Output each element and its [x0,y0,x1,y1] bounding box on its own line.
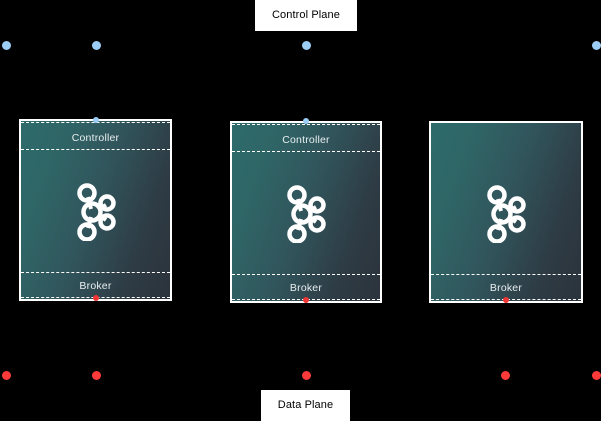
kafka-node-3[interactable]: Broker [429,121,583,303]
data-plane-dot[interactable] [592,371,601,380]
kafka-node-1[interactable]: Controller Broker [19,119,172,301]
controller-zone-label: Controller [71,132,120,144]
node-1-control-plane-connector[interactable] [93,117,99,123]
control-plane-dot[interactable] [2,41,11,50]
controller-zone-divider [232,151,380,152]
control-plane-dot[interactable] [92,41,101,50]
data-plane-dot[interactable] [2,371,11,380]
control-plane-dot[interactable] [592,41,601,50]
apache-kafka-logo-icon [73,183,119,246]
apache-kafka-logo-icon [483,185,529,248]
broker-zone-label: Broker [79,280,112,292]
broker-zone-label: Broker [289,282,323,294]
apache-kafka-logo-icon [283,185,329,248]
broker-zone-label: Broker [489,282,523,294]
control-plane-label: Control Plane [255,0,357,31]
node-top-divider [232,124,380,125]
broker-zone-divider [232,274,380,275]
data-plane-dot[interactable] [501,371,510,380]
node-1-data-plane-connector[interactable] [93,295,99,301]
data-plane-label: Data Plane [261,390,350,421]
data-plane-dot[interactable] [302,371,311,380]
controller-zone-label: Controller [282,134,330,146]
controller-zone-divider [21,149,170,150]
node-3-data-plane-connector[interactable] [503,297,509,303]
control-plane-dot[interactable] [302,41,311,50]
node-2-control-plane-connector[interactable] [303,118,309,124]
kafka-node-2[interactable]: Controller Broker [230,121,382,303]
broker-zone-divider [21,272,170,273]
data-plane-dot[interactable] [92,371,101,380]
node-2-data-plane-connector[interactable] [303,297,309,303]
broker-zone-divider [431,274,581,275]
